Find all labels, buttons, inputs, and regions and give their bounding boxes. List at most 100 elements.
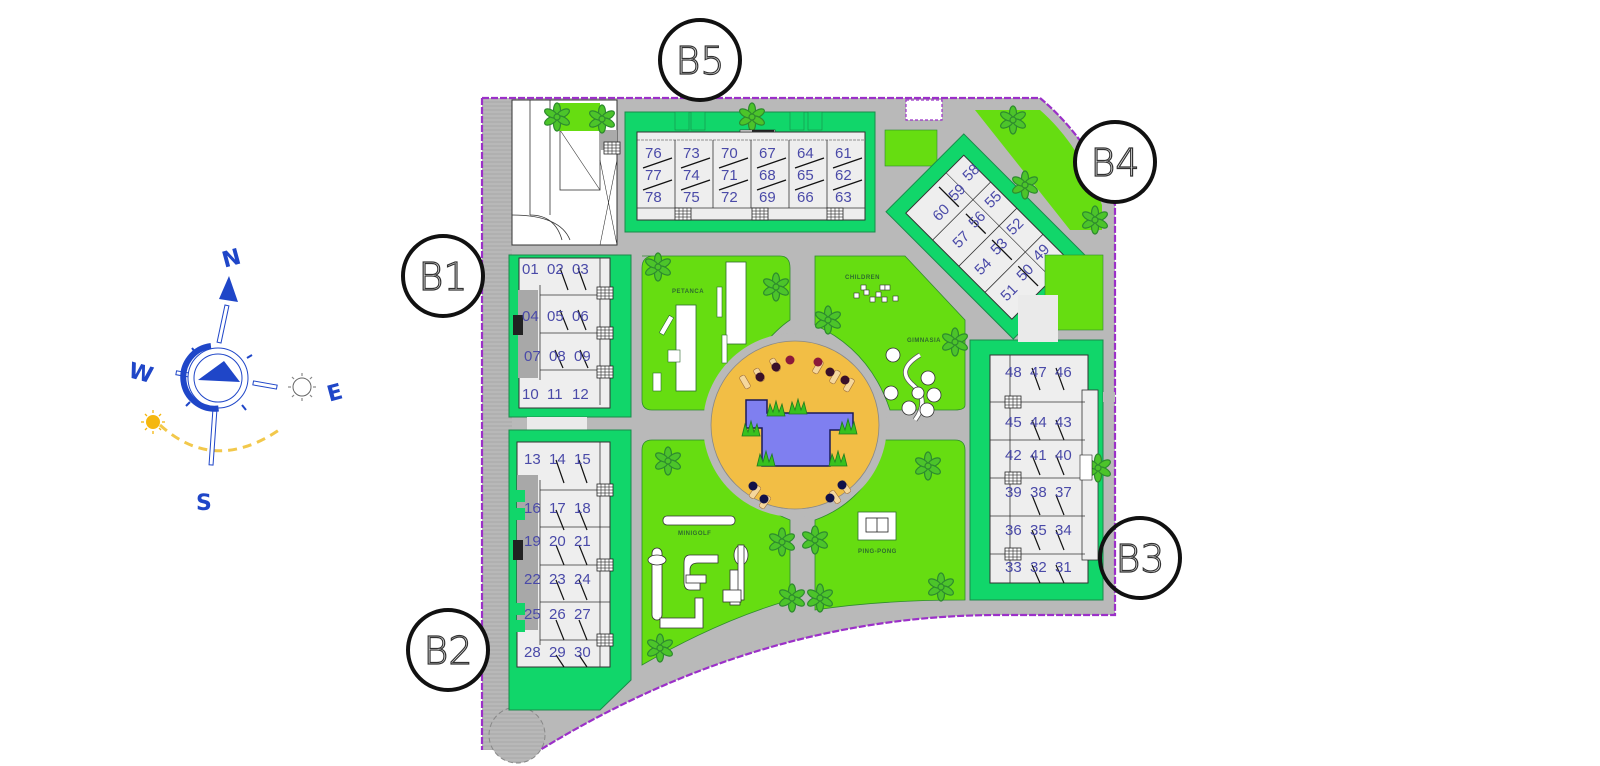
block-b2: 13 14 15 16 17 18 19 20 21 22 23 24 25 2… — [508, 429, 632, 711]
unit-70[interactable]: 70 — [721, 145, 738, 162]
unit-74[interactable]: 74 — [683, 167, 700, 184]
unit-07[interactable]: 07 — [524, 348, 541, 365]
unit-76[interactable]: 76 — [645, 145, 662, 162]
unit-35[interactable]: 35 — [1030, 522, 1047, 539]
unit-62[interactable]: 62 — [835, 167, 852, 184]
unit-68[interactable]: 68 — [759, 167, 776, 184]
unit-40[interactable]: 40 — [1055, 447, 1072, 464]
unit-19[interactable]: 19 — [524, 533, 541, 550]
unit-25[interactable]: 25 — [524, 606, 541, 623]
unit-77[interactable]: 77 — [645, 167, 662, 184]
unit-44[interactable]: 44 — [1030, 414, 1047, 431]
unit-14[interactable]: 14 — [549, 451, 566, 468]
unit-73[interactable]: 73 — [683, 145, 700, 162]
unit-78[interactable]: 78 — [645, 189, 662, 206]
block-marker-b1[interactable]: B1 — [401, 234, 485, 318]
unit-48[interactable]: 48 — [1005, 364, 1022, 381]
unit-22[interactable]: 22 — [524, 571, 541, 588]
unit-23[interactable]: 23 — [549, 571, 566, 588]
gimnasia-label: GIMNASIA — [907, 338, 941, 344]
unit-21[interactable]: 21 — [574, 533, 591, 550]
unit-69[interactable]: 69 — [759, 189, 776, 206]
ping-pong-label: PING-PONG — [858, 549, 897, 555]
unit-64[interactable]: 64 — [797, 145, 814, 162]
compass-north: N — [219, 245, 243, 274]
unit-31[interactable]: 31 — [1055, 559, 1072, 576]
block-b3-label: B3 — [1115, 537, 1164, 581]
b3-unit-labels: 48 47 46 45 44 43 42 41 40 39 38 37 36 3… — [1005, 364, 1072, 576]
unit-75[interactable]: 75 — [683, 189, 700, 206]
unit-38[interactable]: 38 — [1030, 484, 1047, 501]
compass-rose: N W E S — [126, 245, 346, 516]
unit-12[interactable]: 12 — [572, 386, 589, 403]
compass-west: W — [126, 359, 156, 389]
petanca-label: PETANCA — [672, 289, 704, 295]
minigolf-label: MINIGOLF — [678, 531, 711, 537]
unit-03[interactable]: 03 — [572, 261, 589, 278]
unit-02[interactable]: 02 — [547, 261, 564, 278]
unit-66[interactable]: 66 — [797, 189, 814, 206]
unit-10[interactable]: 10 — [522, 386, 539, 403]
north-arrow-icon — [219, 276, 238, 302]
unit-18[interactable]: 18 — [574, 500, 591, 517]
unit-06[interactable]: 06 — [572, 308, 589, 325]
compass-south: S — [196, 491, 212, 516]
block-b4 — [885, 133, 1092, 340]
gym-equipment — [883, 347, 942, 422]
compass-needle-icon — [198, 361, 240, 382]
unit-72[interactable]: 72 — [721, 189, 738, 206]
unit-05[interactable]: 05 — [547, 308, 564, 325]
unit-08[interactable]: 08 — [549, 348, 566, 365]
unit-24[interactable]: 24 — [574, 571, 591, 588]
unit-43[interactable]: 43 — [1055, 414, 1072, 431]
compass-east: E — [324, 380, 345, 408]
unit-28[interactable]: 28 — [524, 644, 541, 661]
block-b1: 01 02 03 04 05 06 07 08 09 10 11 12 — [508, 254, 632, 418]
block-b5-label: B5 — [675, 39, 724, 83]
unit-16[interactable]: 16 — [524, 500, 541, 517]
block-b4-label: B4 — [1090, 141, 1139, 185]
unit-41[interactable]: 41 — [1030, 447, 1047, 464]
unit-29[interactable]: 29 — [549, 644, 566, 661]
unit-09[interactable]: 09 — [574, 348, 591, 365]
unit-30[interactable]: 30 — [574, 644, 591, 661]
sun-west-icon — [141, 410, 165, 434]
unit-26[interactable]: 26 — [549, 606, 566, 623]
unit-13[interactable]: 13 — [524, 451, 541, 468]
children-label: CHILDREN — [845, 275, 880, 281]
unit-39[interactable]: 39 — [1005, 484, 1022, 501]
unit-36[interactable]: 36 — [1005, 522, 1022, 539]
minigolf-course — [647, 515, 749, 629]
unit-65[interactable]: 65 — [797, 167, 814, 184]
unit-47[interactable]: 47 — [1030, 364, 1047, 381]
block-marker-b4[interactable]: B4 — [1073, 120, 1157, 204]
unit-37[interactable]: 37 — [1055, 484, 1072, 501]
utility-box — [905, 99, 943, 121]
unit-34[interactable]: 34 — [1055, 522, 1072, 539]
block-b1-label: B1 — [418, 255, 467, 299]
unit-33[interactable]: 33 — [1005, 559, 1022, 576]
unit-32[interactable]: 32 — [1030, 559, 1047, 576]
sun-path-arc — [158, 423, 283, 453]
unit-04[interactable]: 04 — [522, 308, 539, 325]
unit-15[interactable]: 15 — [574, 451, 591, 468]
block-marker-b3[interactable]: B3 — [1098, 516, 1182, 600]
unit-63[interactable]: 63 — [835, 189, 852, 206]
unit-61[interactable]: 61 — [835, 145, 852, 162]
unit-71[interactable]: 71 — [721, 167, 738, 184]
unit-46[interactable]: 46 — [1055, 364, 1072, 381]
unit-11[interactable]: 11 — [547, 386, 563, 403]
unit-45[interactable]: 45 — [1005, 414, 1022, 431]
block-marker-b5[interactable]: B5 — [658, 18, 742, 102]
unit-67[interactable]: 67 — [759, 145, 776, 162]
block-b3: 48 47 46 45 44 43 42 41 40 39 38 37 36 3… — [969, 300, 1115, 601]
unit-42[interactable]: 42 — [1005, 447, 1022, 464]
children-playground — [853, 284, 899, 303]
unit-27[interactable]: 27 — [574, 606, 591, 623]
garage-ramp — [511, 99, 621, 246]
unit-01[interactable]: 01 — [522, 261, 539, 278]
unit-17[interactable]: 17 — [549, 500, 566, 517]
b1-unit-labels: 01 02 03 04 05 06 07 08 09 10 11 12 — [522, 261, 591, 403]
block-marker-b2[interactable]: B2 — [406, 608, 490, 692]
unit-20[interactable]: 20 — [549, 533, 566, 550]
